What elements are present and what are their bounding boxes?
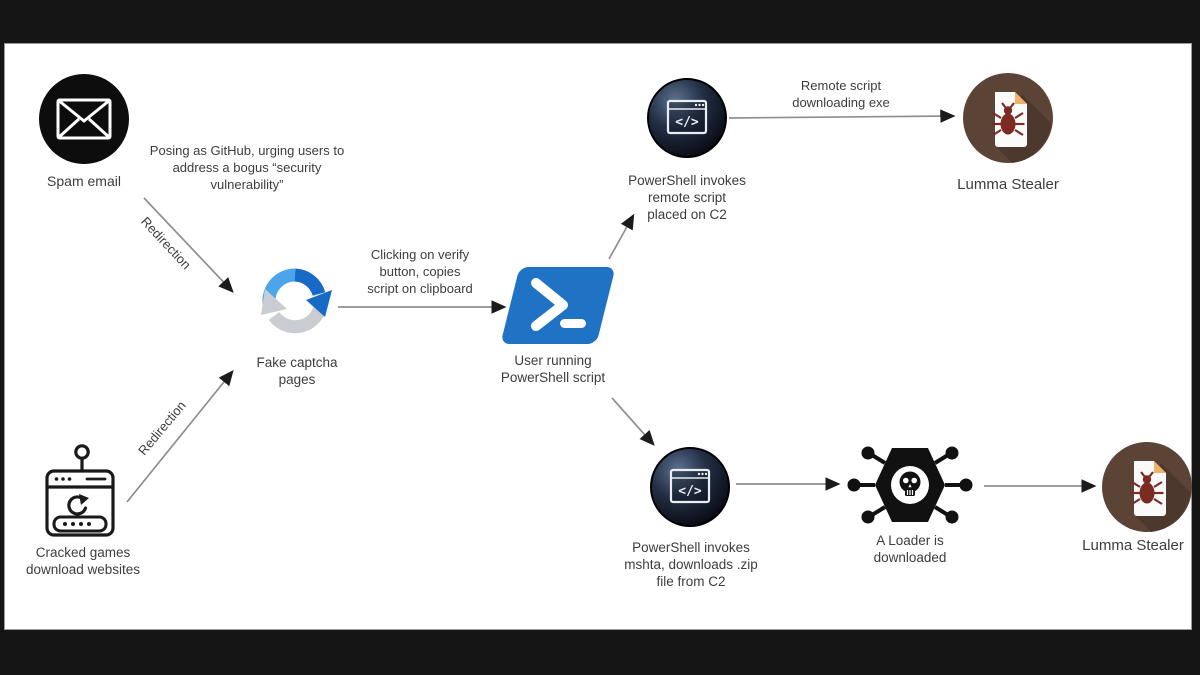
lumma-stealer-bottom-icon xyxy=(1102,442,1192,532)
c2-bottom-label-line: file from C2 xyxy=(656,574,726,589)
cracked-games-icon xyxy=(45,444,115,537)
fake-captcha-label-line: pages xyxy=(278,372,316,387)
c2-bottom-label-line: mshta, downloads .zip xyxy=(624,557,758,572)
edge-note-clicking-verify: Clicking on verify button, copies script… xyxy=(367,246,473,297)
spam-note-line: address a bogus “security xyxy=(172,160,322,175)
c2-top-label-line: remote script xyxy=(647,190,727,205)
loader-icon xyxy=(847,446,973,524)
loader-label: A Loader is downloaded xyxy=(874,532,947,566)
lumma-bottom-label-line: Lumma Stealer xyxy=(1082,537,1184,554)
lumma-top-label: Lumma Stealer xyxy=(957,176,1059,193)
powershell-label-line: User running xyxy=(514,353,592,368)
svg-text:</>: </> xyxy=(675,115,699,130)
cracked-games-label-line: download websites xyxy=(25,562,141,577)
spam-note-line: vulnerability” xyxy=(210,177,284,192)
loader-label-line: downloaded xyxy=(873,550,947,565)
svg-text:</>: </> xyxy=(678,484,702,499)
spam-email-label-line: Spam email xyxy=(47,173,121,189)
c2-bottom-label-line: PowerShell invokes xyxy=(632,540,750,555)
lumma-top-label-line: Lumma Stealer xyxy=(957,176,1059,193)
cracked-games-label-line: Cracked games xyxy=(35,545,131,560)
c2-server-bottom-icon: </> xyxy=(650,447,730,527)
c2-server-top-icon: </> xyxy=(647,78,727,158)
edge-note-line: Clicking on verify xyxy=(370,247,470,262)
c2-top-label-line: placed on C2 xyxy=(647,207,727,222)
edge-note-remote-script: Remote script downloading exe xyxy=(792,77,890,111)
fake-captcha-label-line: Fake captcha xyxy=(256,355,338,370)
fake-captcha-icon xyxy=(261,268,332,334)
skull-icon xyxy=(899,471,921,496)
edge-note-line: Remote script xyxy=(800,78,882,93)
edge-note-line: script on clipboard xyxy=(367,281,473,296)
powershell-label-line: PowerShell script xyxy=(500,370,606,385)
powershell-chevron-icon xyxy=(531,278,586,331)
loader-label-line: A Loader is xyxy=(876,533,944,548)
spam-email-label: Spam email xyxy=(47,173,121,190)
powershell-label: User running PowerShell script xyxy=(501,352,605,386)
fake-captcha-label: Fake captcha pages xyxy=(256,354,337,388)
spam-email-icon xyxy=(39,74,129,164)
powershell-icon xyxy=(500,267,616,344)
spam-note: Posing as GitHub, urging users to addres… xyxy=(150,142,344,193)
c2-top-label-line: PowerShell invokes xyxy=(628,173,746,188)
edge-note-line: button, copies xyxy=(379,264,461,279)
edge-note-line: downloading exe xyxy=(792,95,890,110)
cracked-games-label: Cracked games download websites xyxy=(26,544,140,578)
lumma-bottom-label: Lumma Stealer xyxy=(1082,537,1184,554)
spam-note-line: Posing as GitHub, urging users to xyxy=(149,143,345,158)
lumma-stealer-top-icon xyxy=(963,73,1053,163)
c2-bottom-label: PowerShell invokes mshta, downloads .zip… xyxy=(624,539,758,590)
c2-top-label: PowerShell invokes remote script placed … xyxy=(628,172,746,223)
